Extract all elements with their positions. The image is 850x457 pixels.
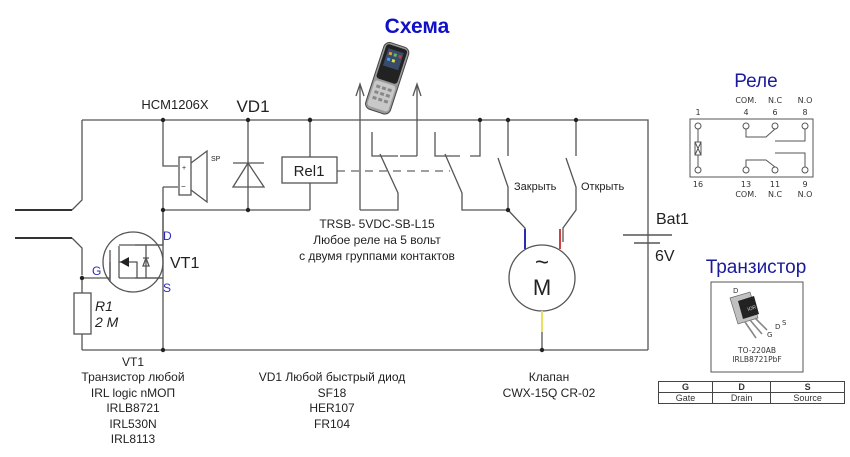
svg-text:IRL8113: IRL8113 bbox=[111, 432, 156, 446]
relay-contact-1 bbox=[360, 132, 417, 211]
relay-contact-2 bbox=[434, 120, 508, 211]
svg-text:+: + bbox=[182, 165, 186, 172]
svg-text:4: 4 bbox=[743, 108, 748, 117]
svg-text:VT1: VT1 bbox=[122, 355, 144, 369]
transistor-note: VT1 Транзистор любой IRL logic nМОП IRLB… bbox=[81, 355, 184, 446]
svg-text:COM.: COM. bbox=[735, 190, 756, 199]
pin-header-s: S bbox=[770, 381, 845, 393]
svg-text:6: 6 bbox=[772, 108, 777, 117]
svg-text:−: − bbox=[181, 182, 186, 191]
svg-text:HER107: HER107 bbox=[309, 401, 355, 415]
svg-text:G: G bbox=[767, 331, 772, 339]
motor-label: M bbox=[533, 275, 551, 300]
svg-text:N.C: N.C bbox=[768, 96, 783, 105]
arrow-up-icon bbox=[355, 81, 365, 97]
svg-text:TRSB- 5VDC-SB-L15: TRSB- 5VDC-SB-L15 bbox=[319, 217, 435, 231]
transistor-pin-labels: D S D G bbox=[733, 287, 787, 339]
svg-text:11: 11 bbox=[770, 180, 780, 189]
resistor-icon bbox=[73, 292, 92, 335]
battery-icon bbox=[623, 234, 672, 244]
svg-text:S: S bbox=[782, 319, 787, 327]
diode-label: VD1 bbox=[236, 97, 269, 116]
pin-table-header: G D S bbox=[658, 381, 845, 393]
diagram-title: Схема bbox=[385, 15, 450, 38]
relay-pinout-title: Реле bbox=[734, 71, 777, 92]
svg-text:N.O: N.O bbox=[798, 190, 813, 199]
arrow-up-icon bbox=[412, 81, 422, 97]
transistor-label: VT1 bbox=[170, 255, 199, 272]
top-rail-wire bbox=[82, 119, 649, 350]
phone-icon bbox=[365, 42, 410, 115]
transistor-package: TO-220AB bbox=[737, 346, 776, 355]
svg-text:IOR: IOR bbox=[747, 304, 758, 313]
pin-table-row: Gate Drain Source bbox=[658, 392, 845, 404]
pin-header-g: G bbox=[658, 381, 713, 393]
speaker-icon: + − bbox=[178, 149, 208, 204]
speaker-label: SP bbox=[211, 156, 221, 163]
valve-note: Клапан CWX-15Q CR-02 bbox=[503, 370, 596, 400]
transistor-pin-table: G D S Gate Drain Source bbox=[658, 381, 845, 404]
svg-text:9: 9 bbox=[802, 180, 807, 189]
svg-text:IRL logic nМОП: IRL logic nМОП bbox=[91, 386, 175, 400]
svg-text:1: 1 bbox=[695, 108, 700, 117]
motor-ac-symbol: ~ bbox=[535, 249, 549, 276]
transistor-drain-wire bbox=[135, 210, 164, 246]
svg-text:D: D bbox=[733, 287, 738, 295]
to220-package-icon: IOR bbox=[729, 291, 768, 339]
svg-text:FR104: FR104 bbox=[314, 417, 350, 431]
sound-module-label: HCM1206X bbox=[141, 97, 209, 112]
svg-text:D: D bbox=[775, 323, 780, 331]
mosfet-icon bbox=[82, 231, 164, 293]
transistor-pinout-title: Транзистор bbox=[706, 257, 807, 278]
relay-bottom-pins: 16 13 11 9 COM. N.C N.O bbox=[693, 180, 813, 199]
svg-text:IRL530N: IRL530N bbox=[109, 417, 156, 431]
svg-text:IRLB8721: IRLB8721 bbox=[106, 401, 160, 415]
drain-label: D bbox=[163, 229, 172, 243]
pin-value-gate: Gate bbox=[658, 392, 713, 404]
relay-coil-label: Rel1 bbox=[294, 163, 325, 180]
battery-label: Bat1 bbox=[656, 211, 689, 228]
relay-coil-box bbox=[281, 156, 338, 184]
gate-label: G bbox=[92, 264, 101, 278]
pin-header-d: D bbox=[711, 381, 772, 393]
battery-voltage: 6V bbox=[655, 248, 675, 265]
close-switch-label: Закрыть bbox=[514, 181, 557, 193]
resistor-value: 2 M bbox=[94, 314, 119, 330]
svg-text:с двумя группами контактов: с двумя группами контактов bbox=[299, 249, 455, 263]
svg-text:SF18: SF18 bbox=[318, 386, 347, 400]
svg-text:Транзистор любой: Транзистор любой bbox=[81, 370, 184, 384]
svg-text:Клапан: Клапан bbox=[529, 370, 569, 384]
open-switch bbox=[562, 120, 577, 242]
svg-text:N.O: N.O bbox=[798, 96, 813, 105]
relay-top-pins: COM. N.C N.O 1 4 6 8 bbox=[695, 96, 812, 117]
pin-value-drain: Drain bbox=[711, 392, 772, 404]
diode-icon bbox=[231, 161, 266, 188]
svg-text:16: 16 bbox=[693, 180, 703, 189]
transistor-part-number: IRLB8721PbF bbox=[732, 355, 781, 364]
svg-text:8: 8 bbox=[802, 108, 807, 117]
relay-pinout-diagram bbox=[689, 118, 814, 178]
svg-text:CWX-15Q CR-02: CWX-15Q CR-02 bbox=[503, 386, 596, 400]
junction-dots bbox=[79, 117, 579, 353]
svg-text:COM.: COM. bbox=[735, 96, 756, 105]
input-wire-top bbox=[71, 120, 83, 211]
svg-text:Любое реле на 5 вольт: Любое реле на 5 вольт bbox=[313, 233, 441, 247]
pin-value-source: Source bbox=[770, 392, 845, 404]
source-label: S bbox=[163, 281, 171, 295]
relay-note: TRSB- 5VDC-SB-L15 Любое реле на 5 вольт … bbox=[299, 217, 455, 263]
diode-note: VD1 Любой быстрый диод SF18 HER107 FR104 bbox=[259, 370, 406, 431]
input-wire-bottom bbox=[71, 237, 83, 275]
open-switch-label: Открыть bbox=[581, 181, 624, 193]
svg-text:13: 13 bbox=[741, 180, 751, 189]
svg-text:VD1 Любой быстрый диод: VD1 Любой быстрый диод bbox=[259, 370, 406, 384]
resistor-name: R1 bbox=[95, 298, 113, 314]
svg-text:N.C: N.C bbox=[768, 190, 783, 199]
